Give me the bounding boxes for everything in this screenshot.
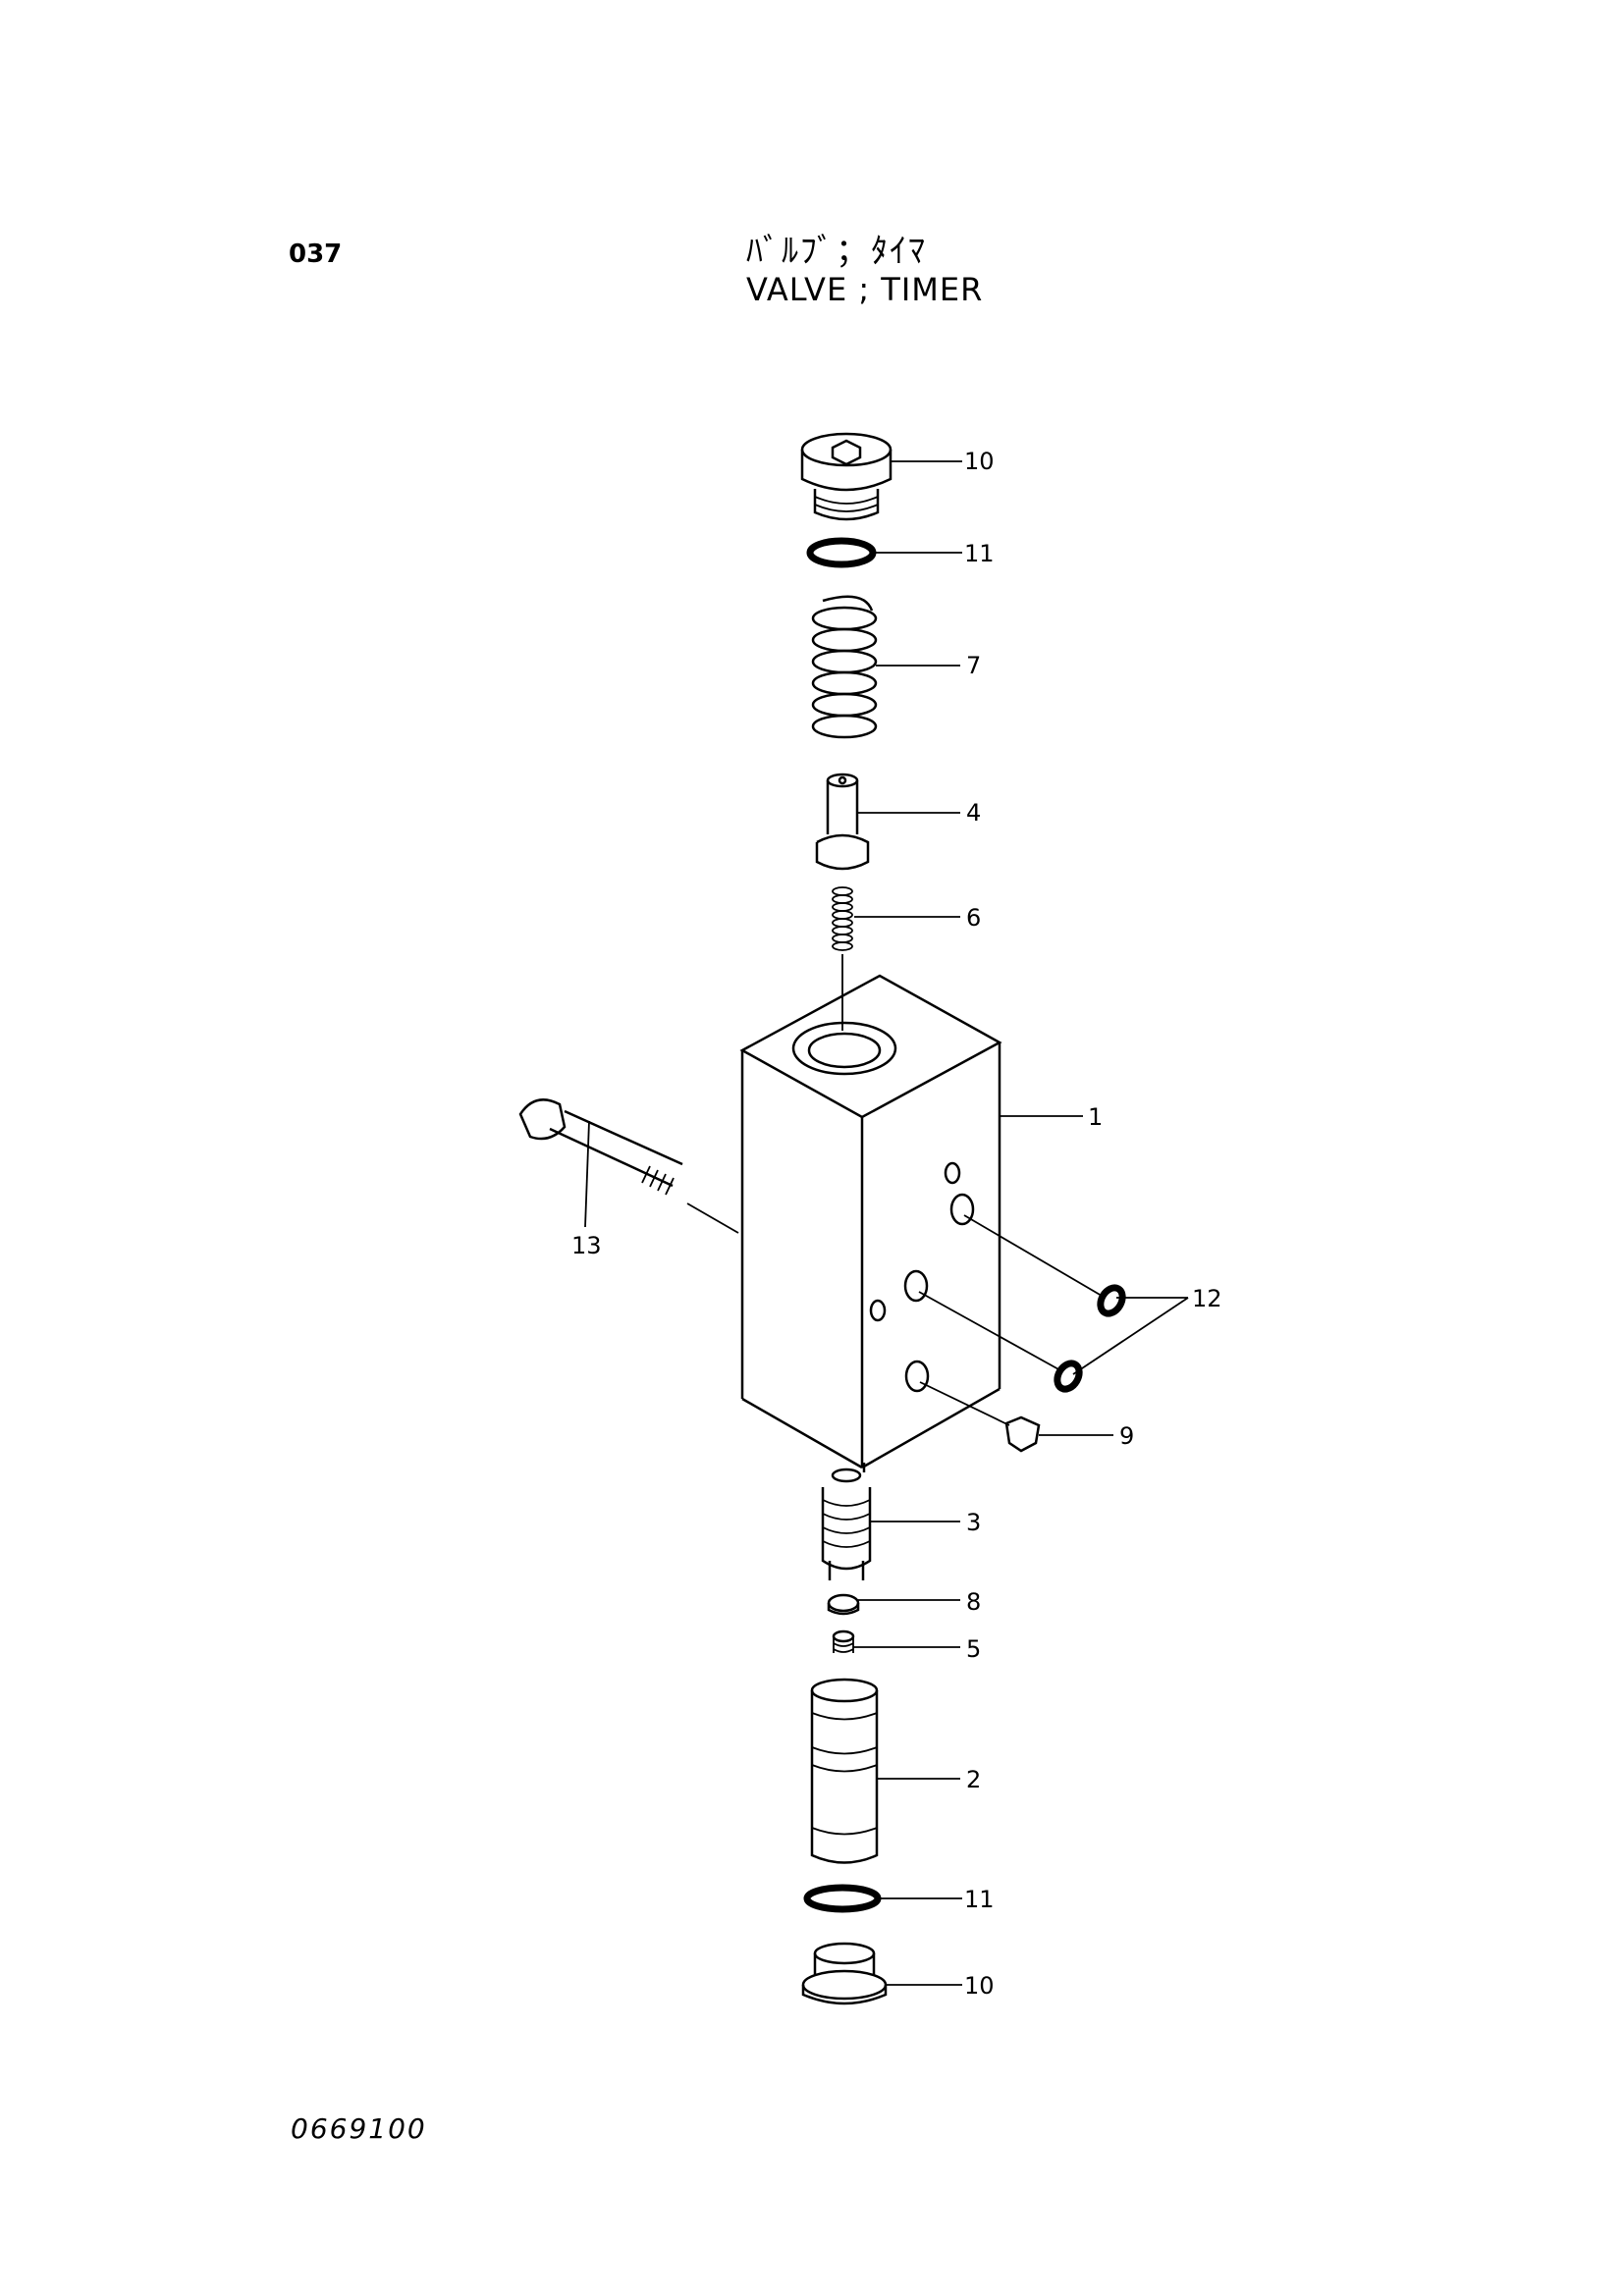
callout-leaders [584,460,1189,1986]
part-10-bottom-plug [801,1942,888,2005]
part-2-sleeve [810,1678,879,1864]
callout-6: 6 [966,904,981,932]
callout-9: 9 [1119,1422,1134,1450]
page-number: 037 [289,240,343,269]
callout-11-top: 11 [964,540,995,567]
part-12-o-rings [918,1214,1126,1393]
part-1-valve-body [739,974,1002,1472]
callout-10-top: 10 [964,448,995,475]
part-9-small-plug [919,1381,1041,1453]
callout-11-bottom: 11 [964,1886,995,1913]
part-11-top-o-ring [806,537,877,568]
callout-4: 4 [966,799,981,827]
part-3-spool [821,1468,872,1580]
callout-1: 1 [1088,1103,1103,1131]
callout-7: 7 [966,652,981,679]
part-8-disk [827,1593,860,1616]
title-japanese: ﾊﾞﾙﾌﾞ；ﾀｲﾏ [746,232,927,271]
title-english: VALVE ; TIMER [746,271,984,308]
part-6-small-spring [832,886,853,1031]
drawing-code: 0669100 [291,2112,427,2145]
callout-12: 12 [1192,1285,1222,1312]
callout-8: 8 [966,1588,981,1616]
part-11-bottom-o-ring [803,1884,882,1913]
callout-13: 13 [571,1232,602,1259]
part-4-piston [815,773,870,871]
part-13-bolt [518,1098,739,1234]
callout-3: 3 [966,1509,981,1536]
part-10-top-plug [800,432,893,521]
callout-5: 5 [966,1635,981,1663]
part-7-spring [811,595,878,739]
callout-2: 2 [966,1766,981,1793]
part-5-nozzle [832,1629,855,1653]
callout-10-bottom: 10 [964,1972,995,2000]
